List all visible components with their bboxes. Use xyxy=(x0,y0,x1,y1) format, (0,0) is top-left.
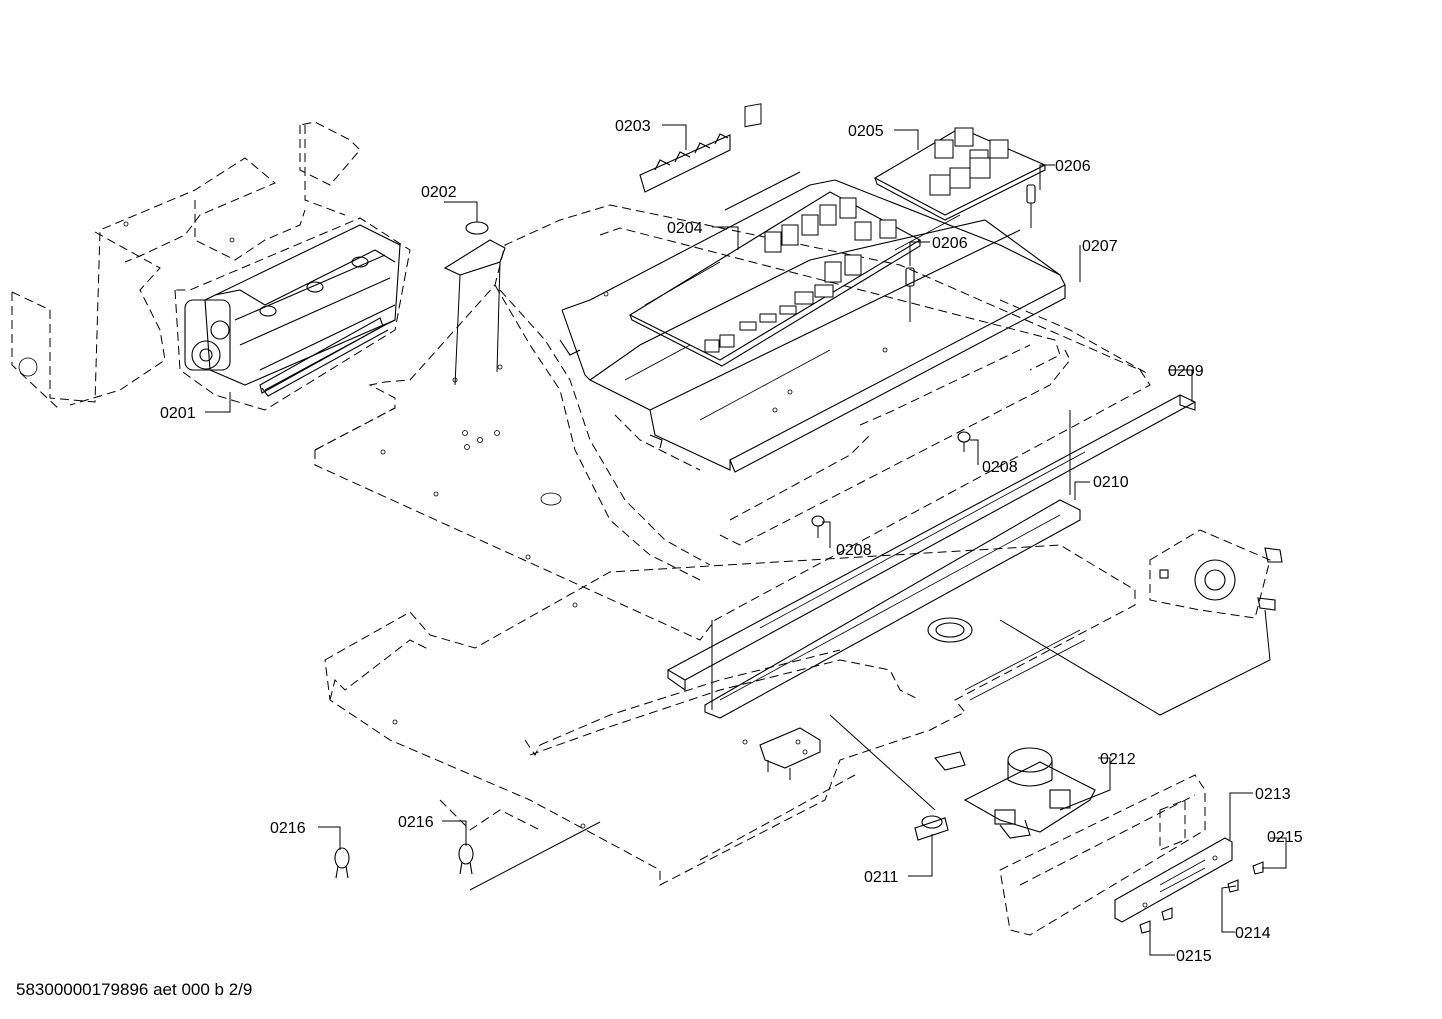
callout-label: 0213 xyxy=(1255,786,1291,803)
standoffs xyxy=(905,184,1036,322)
timer-motor xyxy=(934,747,1096,839)
control-board xyxy=(628,103,922,367)
callout-label: 0203 xyxy=(615,118,651,135)
callout-label: 0205 xyxy=(848,123,884,140)
callout-label: 0216 xyxy=(398,814,434,831)
callout-label: 0208 xyxy=(836,542,872,559)
base-plate-outline xyxy=(314,204,1151,641)
terminal-connector xyxy=(639,133,731,193)
callout-label: 0204 xyxy=(667,220,703,237)
callout-label: 0208 xyxy=(982,459,1018,476)
screws xyxy=(811,431,971,538)
sensor-bracket xyxy=(443,221,506,386)
callout-label: 0207 xyxy=(1082,238,1118,255)
front-rail xyxy=(666,394,1197,710)
callout-labels: 0201 0202 0203 0204 0205 0206 0206 0207 … xyxy=(160,118,1303,965)
thermostat xyxy=(829,714,949,841)
document-id-footer: 58300000179896 aet 000 b 2/9 xyxy=(16,980,253,999)
lower-base-pan xyxy=(324,544,1136,886)
callout-label: 0206 xyxy=(1055,158,1091,175)
callout-label: 0215 xyxy=(1267,829,1303,846)
callout-label: 0216 xyxy=(270,820,306,837)
callout-label: 0201 xyxy=(160,405,196,422)
side-panel-outline xyxy=(11,121,361,411)
gasket-strip xyxy=(704,499,1081,719)
small-screws xyxy=(1139,861,1264,934)
fan-motor-assembly xyxy=(174,217,411,411)
callout-label: 0215 xyxy=(1176,948,1212,965)
callout-leaders xyxy=(205,124,1287,956)
callout-label: 0214 xyxy=(1235,925,1271,942)
electronics-tray xyxy=(559,171,1066,473)
mounting-plate xyxy=(999,529,1283,716)
side-bracket xyxy=(999,774,1233,936)
callout-label: 0209 xyxy=(1168,363,1204,380)
callout-label: 0202 xyxy=(421,184,457,201)
callout-label: 0206 xyxy=(932,235,968,252)
callout-label: 0210 xyxy=(1093,474,1129,491)
clips xyxy=(334,821,601,891)
callout-label: 0211 xyxy=(864,869,899,886)
callout-label: 0212 xyxy=(1100,751,1136,768)
relay-board xyxy=(873,127,1047,221)
center-bracket xyxy=(759,727,821,780)
